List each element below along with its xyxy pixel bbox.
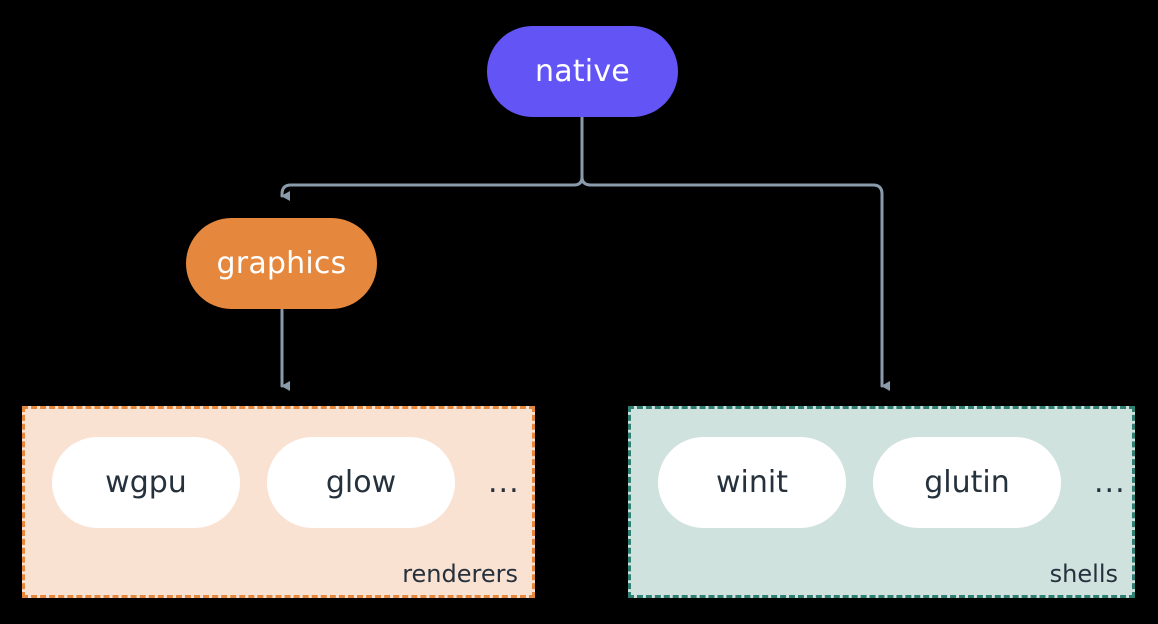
leaf-winit-label: winit [716, 464, 788, 500]
leaf-glutin[interactable]: glutin [873, 437, 1061, 528]
edge-native-to-shells [580, 115, 890, 391]
renderers-overflow-ellipsis: ... [488, 464, 520, 500]
group-renderers: wgpu glow ... renderers [22, 406, 535, 598]
leaf-wgpu[interactable]: wgpu [52, 437, 240, 528]
group-renderers-label: renderers [402, 559, 518, 588]
shells-item-row: winit glutin ... [658, 437, 1126, 528]
leaf-glutin-label: glutin [924, 464, 1010, 500]
node-native[interactable]: native [487, 26, 678, 117]
group-shells: winit glutin ... shells [628, 406, 1135, 598]
node-graphics-label: graphics [216, 245, 347, 281]
node-native-label: native [535, 53, 630, 89]
leaf-wgpu-label: wgpu [105, 464, 187, 500]
renderers-item-row: wgpu glow ... [52, 437, 520, 528]
node-graphics[interactable]: graphics [186, 218, 377, 309]
leaf-glow-label: glow [325, 464, 397, 500]
shells-overflow-ellipsis: ... [1094, 464, 1126, 500]
leaf-glow[interactable]: glow [267, 437, 455, 528]
edge-native-to-graphics [280, 115, 584, 201]
leaf-winit[interactable]: winit [658, 437, 846, 528]
group-shells-label: shells [1049, 559, 1118, 588]
